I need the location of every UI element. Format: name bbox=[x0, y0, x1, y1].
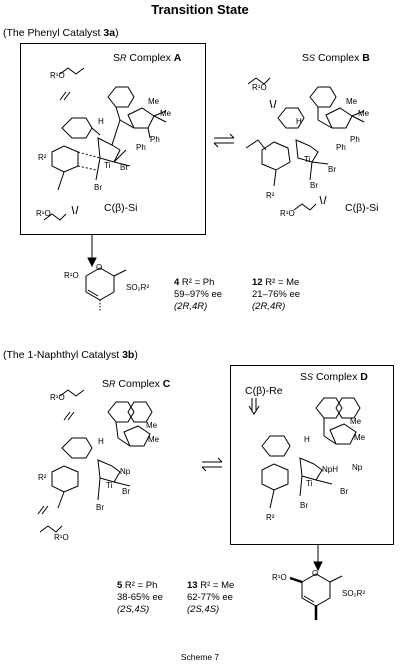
svg-text:Ph: Ph bbox=[350, 135, 360, 144]
face-label-d: C(β)-Re bbox=[245, 385, 283, 397]
svg-text:R¹O: R¹O bbox=[280, 209, 295, 218]
svg-text:Me: Me bbox=[146, 421, 158, 430]
equilibrium-arrow-bottom bbox=[201, 457, 223, 472]
complex-a-structure bbox=[43, 67, 167, 221]
product-13-block: 13 R² = Me 62-77% ee (2S,4S) bbox=[187, 580, 235, 615]
svg-text:R¹O: R¹O bbox=[50, 393, 65, 402]
svg-text:NpH: NpH bbox=[322, 465, 338, 474]
complex-c-structure bbox=[37, 389, 153, 533]
svg-text:Me: Me bbox=[358, 109, 370, 118]
svg-text:R¹O: R¹O bbox=[50, 71, 65, 80]
product-5-block: 5 R² = Ph 38-65% ee (2S,4S) bbox=[117, 580, 163, 615]
svg-text:R²: R² bbox=[266, 191, 275, 200]
svg-text:Me: Me bbox=[346, 97, 358, 106]
complex-a-label: SR Complex A bbox=[113, 52, 182, 64]
svg-text:H: H bbox=[98, 437, 104, 446]
product-bottom-ring bbox=[289, 573, 343, 620]
complex-a-box bbox=[20, 43, 206, 235]
face-label-b: C(β)-Si bbox=[345, 202, 379, 214]
svg-text:Ti: Ti bbox=[104, 161, 111, 170]
complex-b-structure bbox=[245, 77, 365, 211]
complex-d-structure bbox=[248, 397, 361, 509]
svg-text:Ti: Ti bbox=[106, 481, 113, 490]
svg-text:R¹O: R¹O bbox=[252, 83, 267, 92]
svg-text:Np: Np bbox=[352, 463, 363, 472]
svg-text:R²: R² bbox=[38, 473, 47, 482]
svg-text:R²: R² bbox=[266, 513, 275, 522]
svg-text:Br: Br bbox=[122, 487, 130, 496]
svg-text:Me: Me bbox=[160, 109, 172, 118]
complex-c-label: SR Complex C bbox=[102, 378, 171, 390]
svg-text:Br: Br bbox=[340, 487, 348, 496]
product-12-block: 12 R² = Me 21–76% ee (2R,4R) bbox=[252, 277, 301, 312]
svg-text:Br: Br bbox=[120, 163, 128, 172]
face-label-a: C(β)-Si bbox=[104, 202, 138, 214]
svg-text:Ti: Ti bbox=[306, 479, 313, 488]
svg-text:Me: Me bbox=[148, 97, 160, 106]
equilibrium-arrow-top bbox=[213, 133, 235, 148]
page-title: Transition State bbox=[151, 2, 249, 17]
svg-text:Br: Br bbox=[94, 183, 102, 192]
product-4-block: 4 R² = Ph 59–97% ee (2R,4R) bbox=[174, 277, 223, 312]
svg-text:R²: R² bbox=[38, 153, 47, 162]
svg-text:O: O bbox=[312, 569, 318, 578]
svg-text:Br: Br bbox=[310, 181, 318, 190]
svg-text:Ph: Ph bbox=[150, 135, 160, 144]
svg-text:Ph: Ph bbox=[336, 143, 346, 152]
svg-text:Ph: Ph bbox=[136, 143, 146, 152]
svg-text:Me: Me bbox=[148, 435, 160, 444]
svg-text:Me: Me bbox=[354, 433, 366, 442]
svg-text:Ti: Ti bbox=[304, 155, 311, 164]
svg-text:O: O bbox=[96, 263, 102, 272]
product-top-ring bbox=[85, 267, 127, 312]
section-heading-phenyl: (The Phenyl Catalyst 3a) bbox=[3, 27, 119, 39]
svg-text:R¹O: R¹O bbox=[54, 533, 69, 542]
svg-text:H: H bbox=[296, 117, 302, 126]
svg-text:Np: Np bbox=[120, 467, 131, 476]
svg-text:H: H bbox=[98, 117, 104, 126]
complex-d-label: SS Complex D bbox=[300, 371, 368, 383]
complex-d-box bbox=[230, 365, 394, 545]
scheme-caption: Scheme 7 bbox=[180, 652, 220, 662]
svg-text:R¹O: R¹O bbox=[64, 271, 79, 280]
svg-text:SO₂R²: SO₂R² bbox=[126, 283, 149, 292]
svg-text:SO₂R²: SO₂R² bbox=[342, 589, 365, 598]
svg-text:R¹O: R¹O bbox=[272, 573, 287, 582]
svg-text:Br: Br bbox=[300, 501, 308, 510]
svg-text:Br: Br bbox=[328, 165, 336, 174]
svg-text:R¹O: R¹O bbox=[36, 209, 51, 218]
svg-text:Me: Me bbox=[350, 417, 362, 426]
svg-text:H: H bbox=[304, 435, 310, 444]
svg-text:Br: Br bbox=[96, 503, 104, 512]
section-heading-naphthyl: (The 1-Naphthyl Catalyst 3b) bbox=[3, 349, 138, 361]
complex-b-label: SS Complex B bbox=[302, 52, 370, 64]
